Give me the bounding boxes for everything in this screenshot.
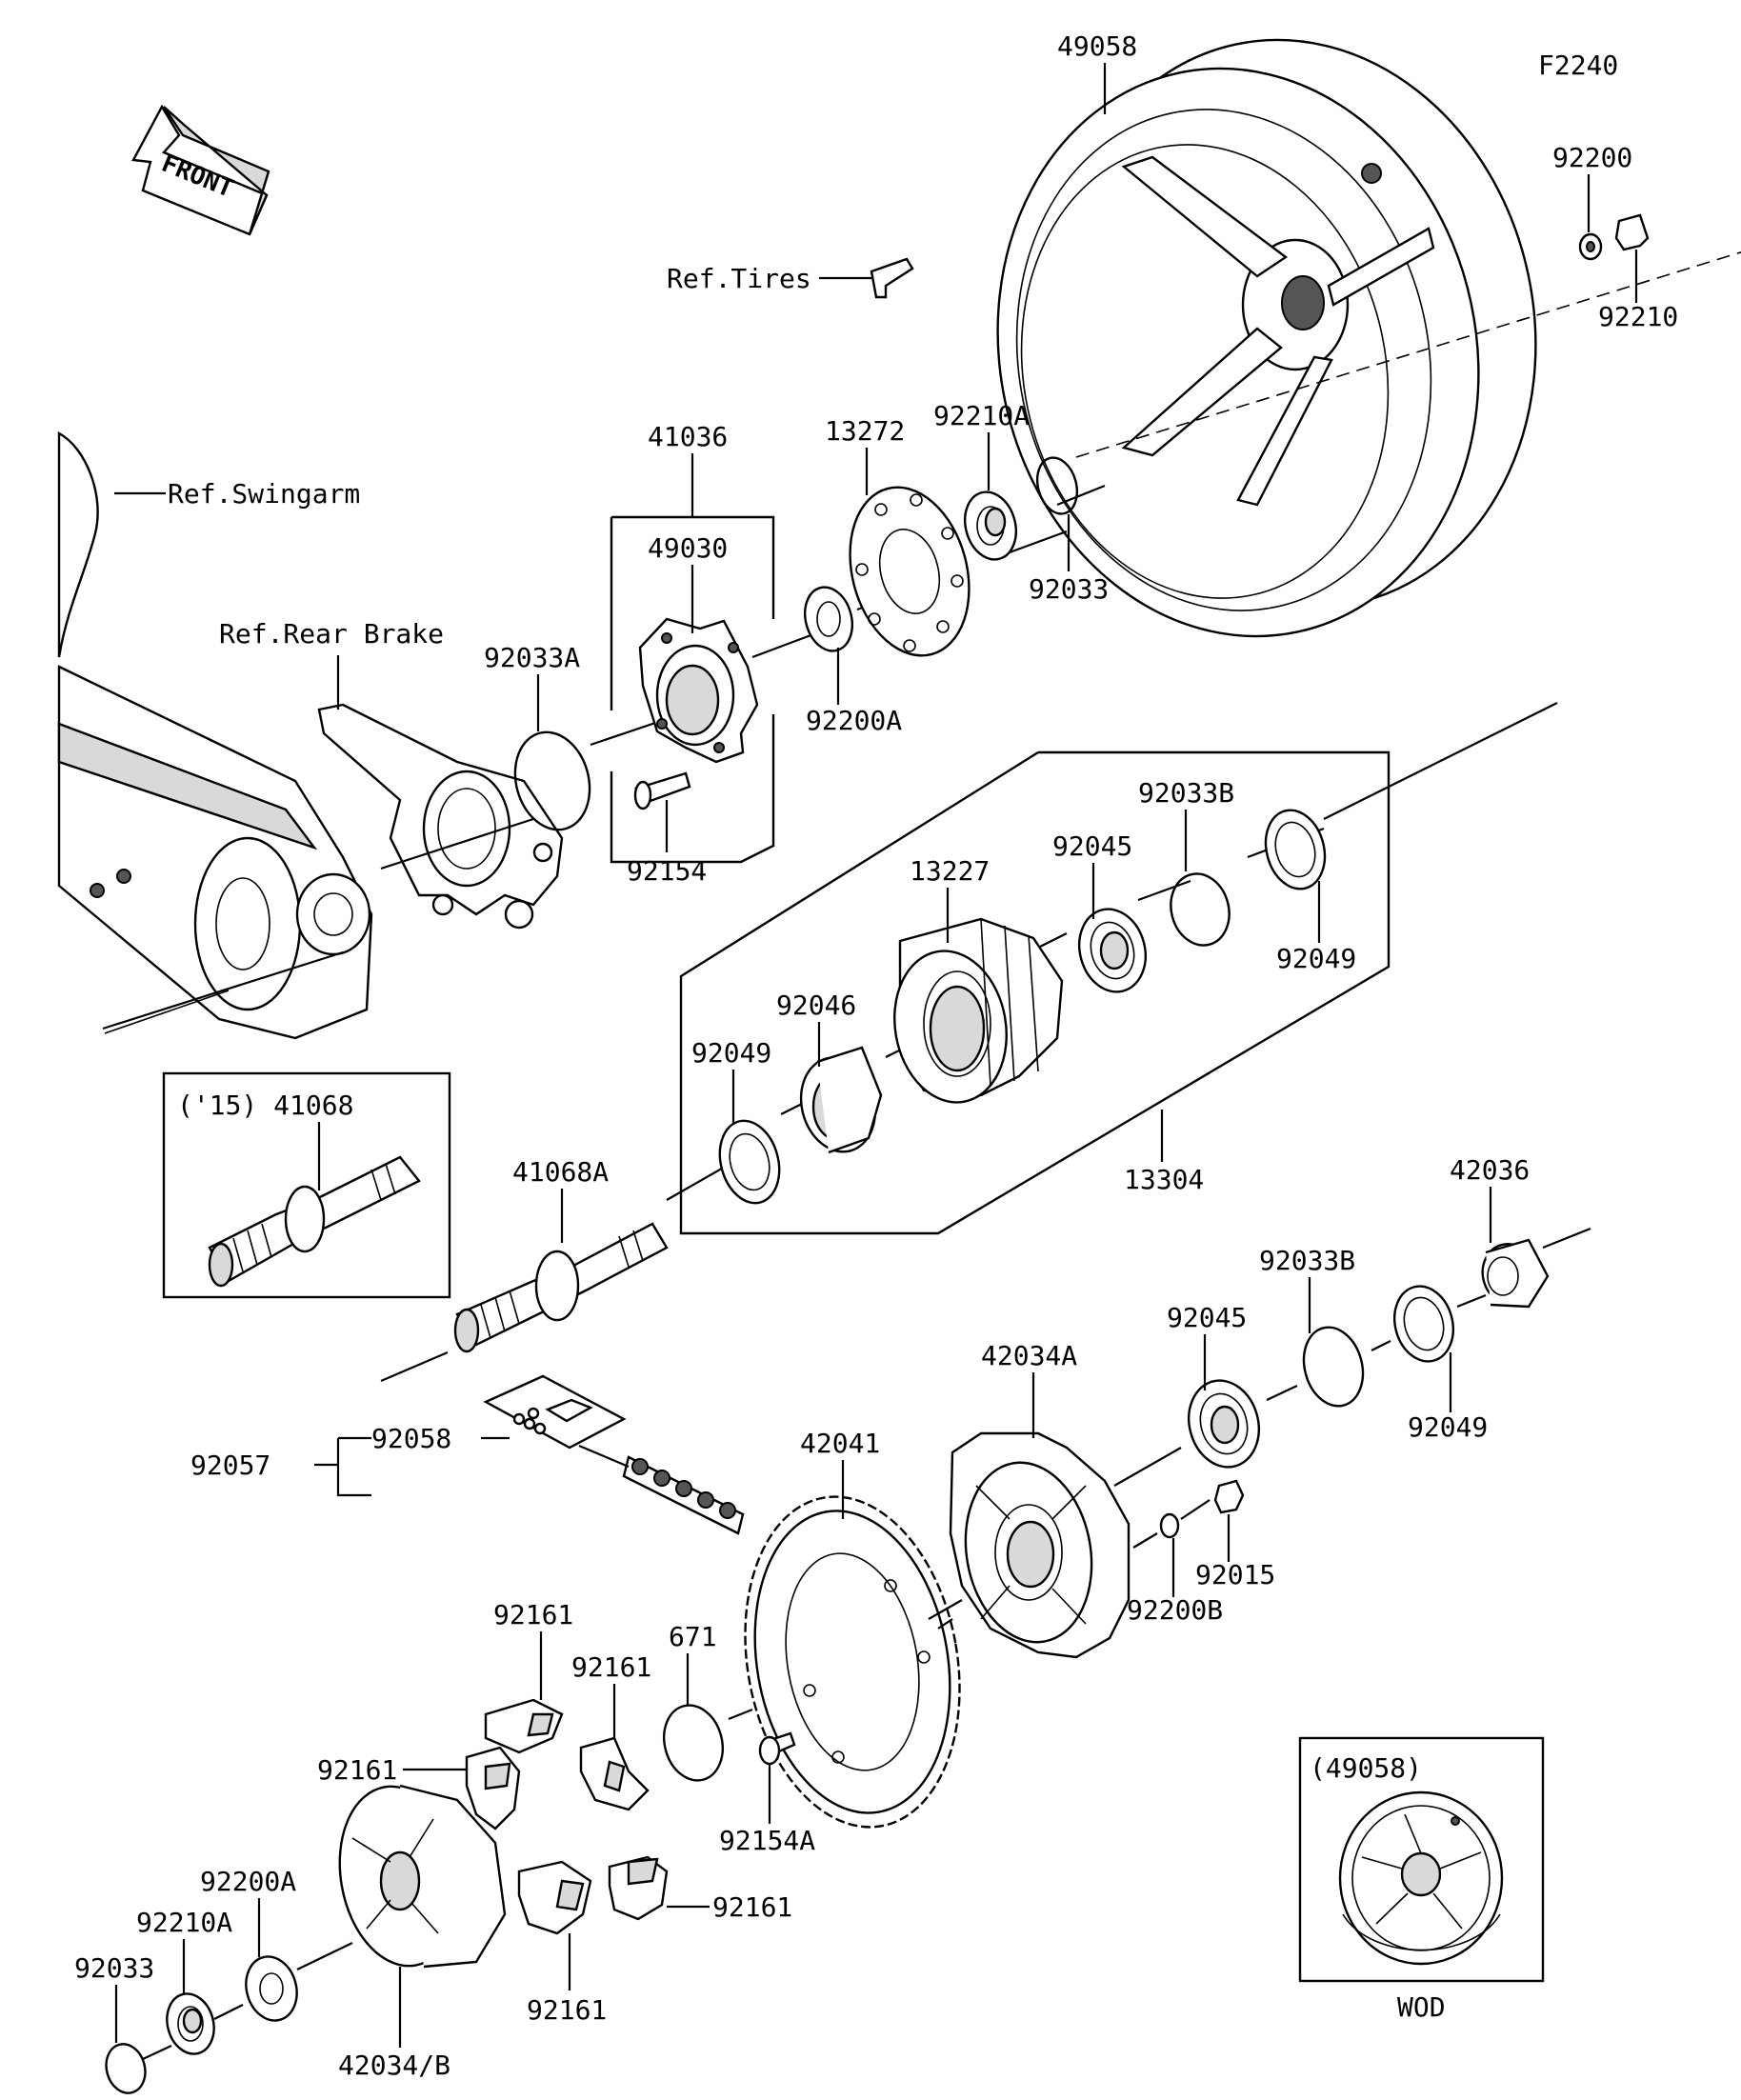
label-41036: 41036: [648, 421, 728, 452]
bearing-92045-top: [1078, 908, 1147, 993]
label-92200A-bottom: 92200A: [200, 1866, 296, 1897]
collar-42036: [1481, 1238, 1550, 1309]
chain-joint-parts: [512, 1398, 593, 1435]
rear-wheel-drawing: [996, 38, 1741, 638]
label-92210A-top: 92210A: [933, 400, 1030, 431]
nut-92210A-top: [964, 490, 1017, 561]
rear-brake-bracket-drawing: [317, 703, 564, 930]
axle-41068A-drawing: [453, 1222, 669, 1353]
nut-92210A-bottom: [166, 1992, 215, 2055]
label-92161-d: 92161: [527, 1994, 607, 2026]
plate-13272: [849, 486, 971, 657]
ref-swingarm: Ref.Swingarm: [168, 478, 360, 510]
label-42041: 42041: [800, 1428, 880, 1459]
inset-axle-box: [162, 1071, 451, 1299]
label-92161-b: 92161: [571, 1651, 651, 1683]
label-92058: 92058: [371, 1423, 451, 1454]
label-42034A: 42034A: [981, 1340, 1077, 1371]
damper-92161-b: [579, 1736, 650, 1811]
o-ring-671: [663, 1704, 724, 1782]
label-13304: 13304: [1124, 1164, 1204, 1195]
label-49058: 49058: [1057, 30, 1137, 62]
label-92049-right: 92049: [1276, 943, 1356, 974]
washer-92200A-top: [804, 586, 853, 652]
valve-icon: [870, 257, 914, 299]
label-92049-mid: 92049: [1408, 1411, 1488, 1443]
circlip-92033-top: [1035, 456, 1079, 515]
label-92161-c: 92161: [317, 1754, 397, 1786]
label-92046: 92046: [776, 990, 856, 1021]
label-92049-left: 92049: [691, 1037, 771, 1069]
inset-wheel-label: (49058): [1310, 1752, 1422, 1784]
axis-line: [1323, 702, 1558, 820]
nut-92210: [1614, 213, 1650, 251]
damper-holder-42034B: [338, 1784, 507, 1969]
circlip-92033A: [513, 730, 591, 831]
label-92015: 92015: [1195, 1559, 1275, 1590]
label-92033B-mid: 92033B: [1259, 1245, 1355, 1276]
sprocket-42041: [744, 1495, 961, 1829]
coupling-housing-42034A: [949, 1431, 1131, 1659]
label-92033A: 92033A: [484, 642, 580, 673]
label-13272: 13272: [825, 415, 905, 447]
label-92033-bottom: 92033: [74, 1952, 154, 1984]
label-92045-top: 92045: [1052, 830, 1132, 862]
circlip-92033-bottom: [105, 2043, 147, 2094]
label-92200A-top: 92200A: [806, 705, 902, 736]
coupling-49030: [638, 617, 759, 764]
label-92154: 92154: [627, 855, 707, 887]
damper-92161-c: [465, 1746, 521, 1830]
seal-92049-mid: [1393, 1285, 1454, 1363]
circlip-92033B-top: [1170, 872, 1231, 947]
figure-code: F2240: [1538, 50, 1618, 81]
label-13227: 13227: [910, 855, 990, 887]
plate-holes: [855, 493, 964, 652]
damper-92161-e: [608, 1855, 669, 1921]
label-92200B: 92200B: [1127, 1594, 1223, 1626]
label-41068A: 41068A: [512, 1156, 609, 1188]
seal-92049-right: [1264, 809, 1327, 890]
label-42036: 42036: [1450, 1154, 1530, 1186]
chain-92057: [622, 1455, 745, 1535]
inset-wheel-box: [1298, 1736, 1545, 1983]
bearing-92046: [799, 1046, 883, 1154]
wod-wheel-icon: [1338, 1790, 1504, 1966]
washer-92200B: [1159, 1512, 1180, 1539]
washer-92200A-bottom: [245, 1955, 298, 2022]
inset-wheel-caption: WOD: [1397, 1991, 1446, 2023]
inset-axle-label: ('15) 41068: [177, 1090, 353, 1121]
nut-92015: [1213, 1479, 1245, 1514]
label-42034B: 42034/B: [338, 2050, 450, 2081]
label-92161-a: 92161: [493, 1599, 573, 1630]
damper-92161-a: [484, 1698, 564, 1754]
front-arrow-icon: FRONT: [131, 104, 270, 236]
damper-92161-d: [517, 1860, 592, 1935]
label-92033B-top: 92033B: [1138, 777, 1234, 809]
hub-13227: [893, 917, 1064, 1104]
bearing-92045-mid: [1188, 1379, 1260, 1469]
axle-41068-drawing: [208, 1155, 421, 1288]
circlip-92033B-mid: [1302, 1326, 1365, 1408]
label-92045-mid: 92045: [1167, 1302, 1247, 1333]
label-92200: 92200: [1552, 142, 1632, 173]
ref-rear-brake: Ref.Rear Brake: [219, 618, 444, 650]
label-92161-e: 92161: [712, 1891, 792, 1923]
seal-92049-left: [718, 1119, 781, 1205]
swingarm-drawing: [57, 430, 373, 1040]
label-92210A-bottom: 92210A: [136, 1907, 232, 1938]
label-92210: 92210: [1598, 301, 1678, 332]
label-92033-top: 92033: [1029, 573, 1109, 605]
label-671: 671: [669, 1621, 717, 1652]
label-92154A: 92154A: [719, 1825, 815, 1856]
label-92057: 92057: [190, 1450, 270, 1481]
label-49030: 49030: [648, 532, 728, 564]
ref-tires: Ref.Tires: [667, 263, 811, 294]
